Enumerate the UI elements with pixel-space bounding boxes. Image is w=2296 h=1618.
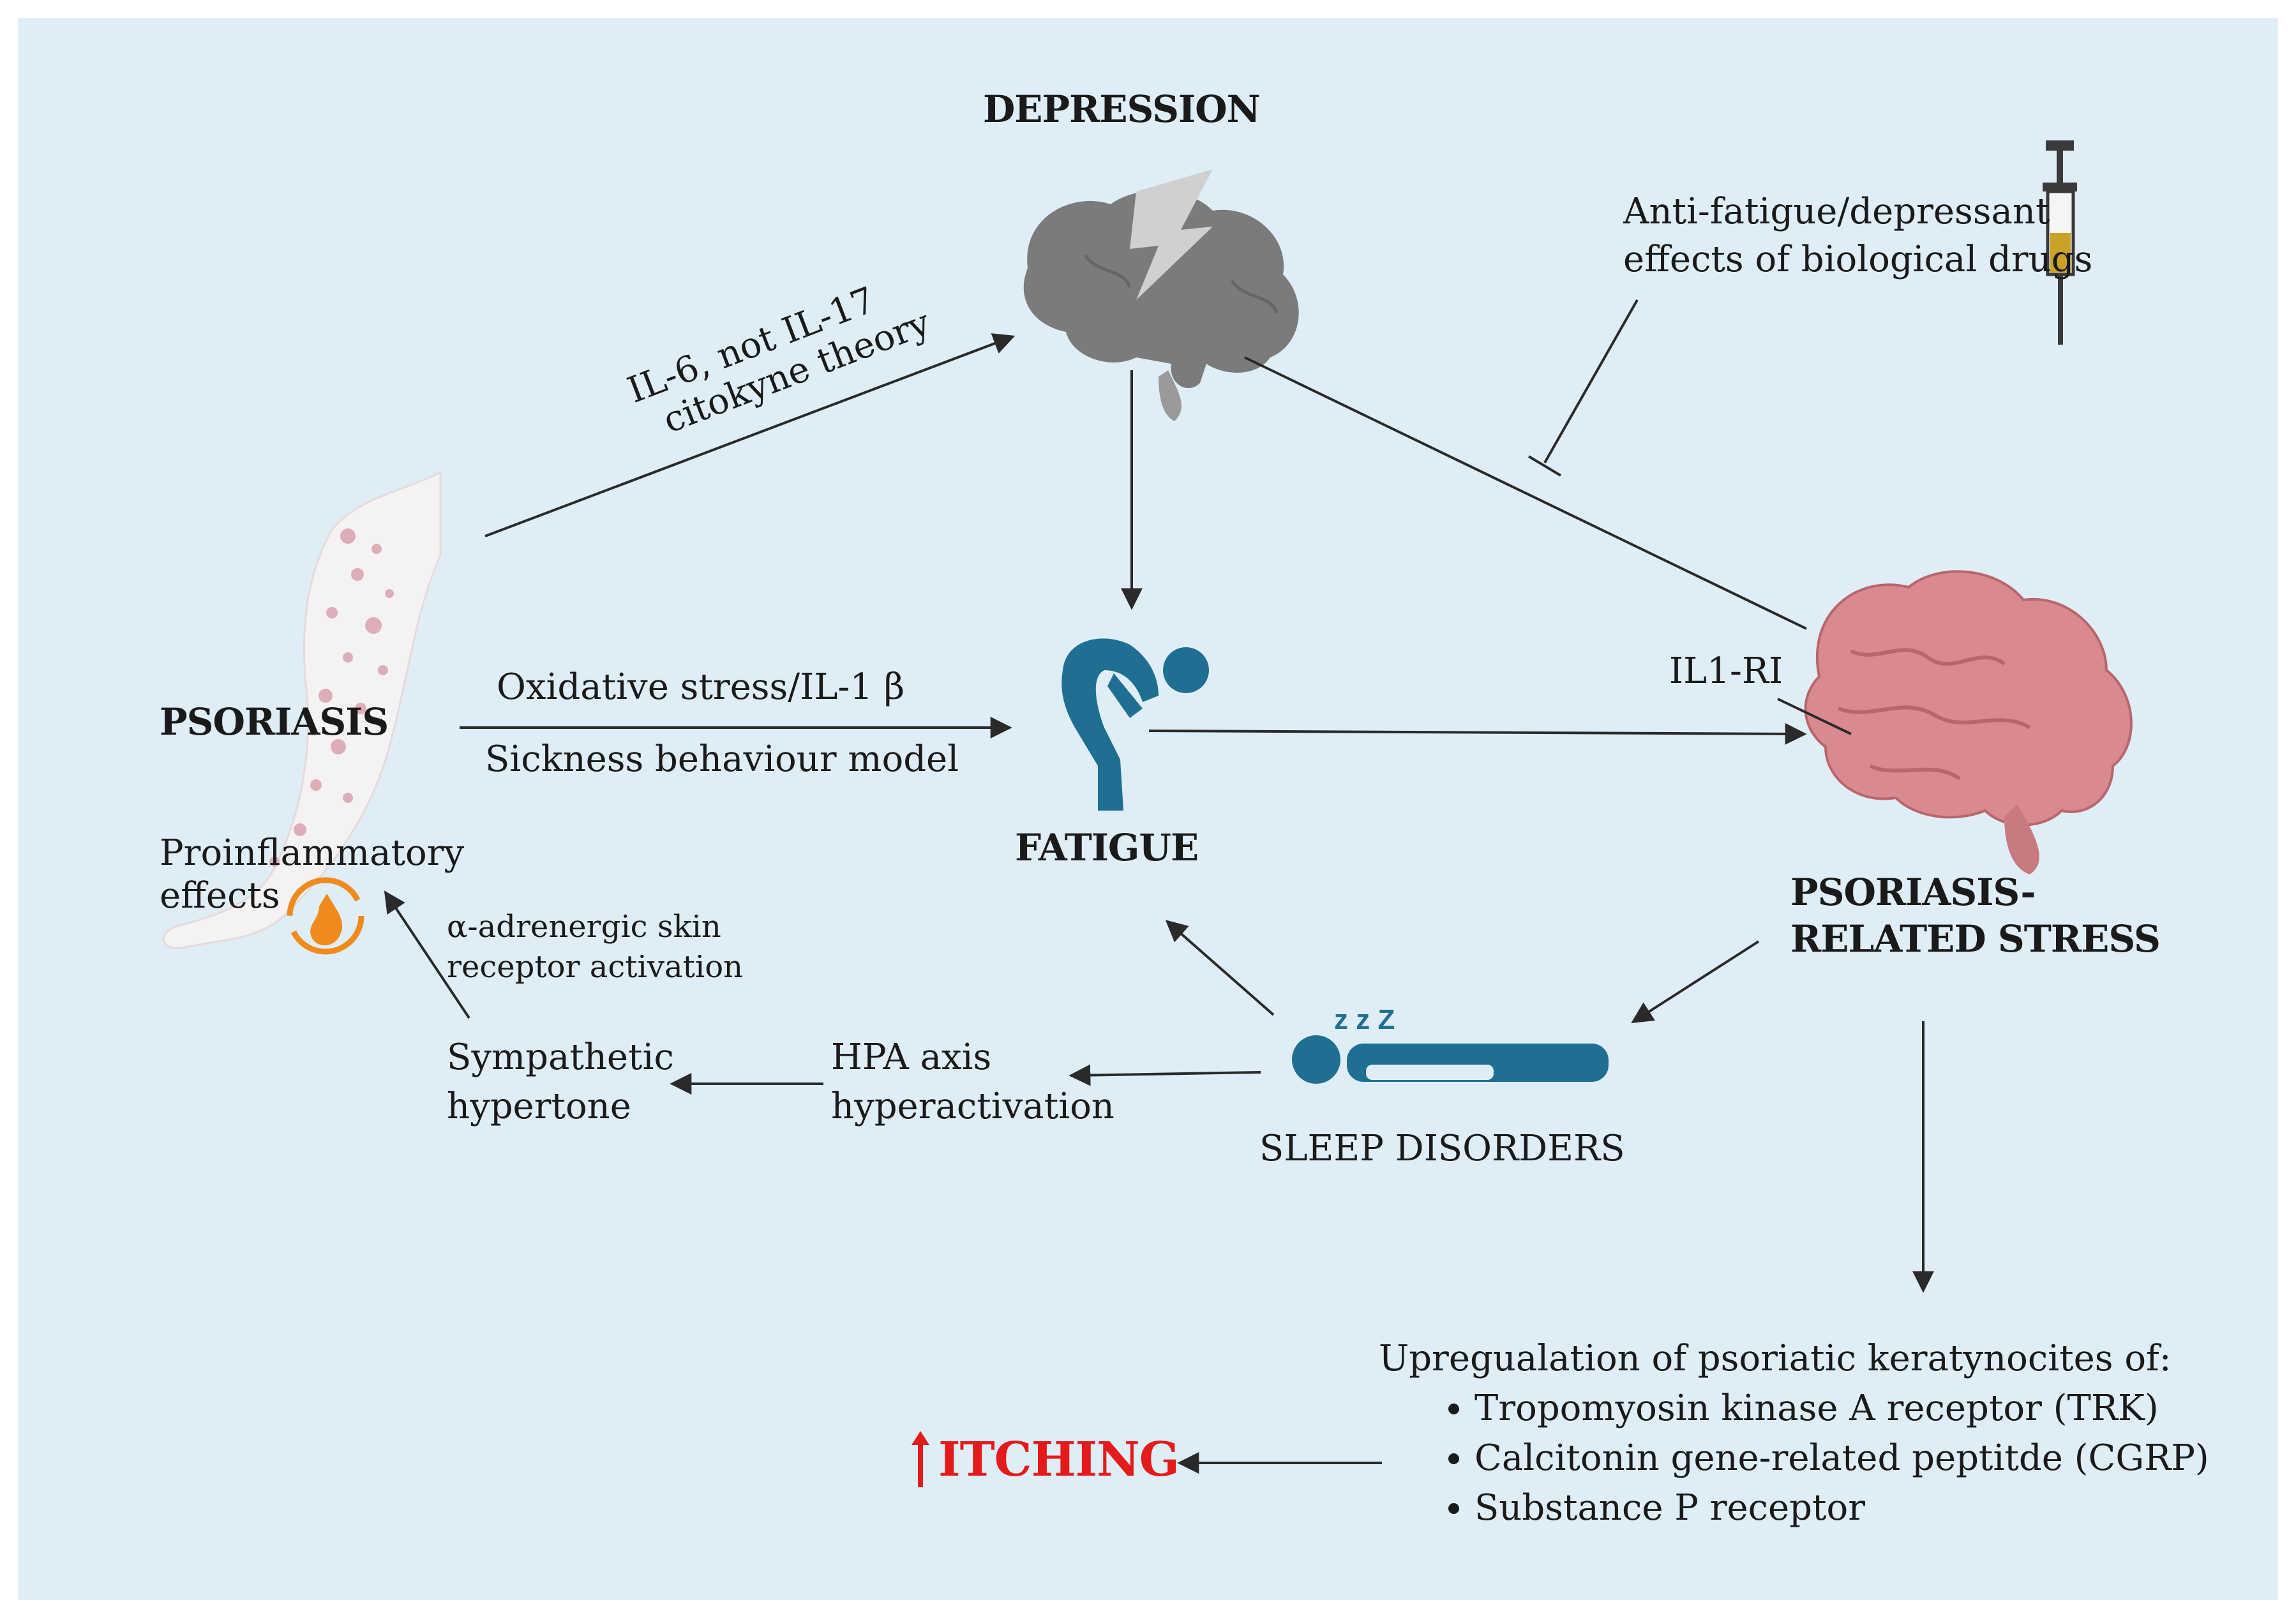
flame-icon bbox=[287, 877, 364, 955]
label-drugs-line2: effects of biological drugs bbox=[1623, 239, 2093, 280]
arrow-psoriasis-to-depression bbox=[484, 333, 1016, 537]
syringe-icon bbox=[2043, 140, 2077, 345]
arrow-sleep-to-fatigue bbox=[1165, 920, 1275, 1016]
label-alpha-line2: receptor activation bbox=[447, 949, 744, 985]
upregulation-list: Tropomyosin kinase A receptor (TRK) Calc… bbox=[1379, 1384, 2209, 1533]
upregulation-block: Upregualation of psoriatic keratynocites… bbox=[1379, 1334, 2209, 1533]
arm-icon bbox=[162, 470, 442, 950]
node-fatigue: FATIGUE bbox=[1015, 826, 1199, 869]
line-depression-to-stress bbox=[1244, 356, 1807, 630]
label-oxidative: Oxidative stress/IL-1 β bbox=[497, 666, 905, 708]
label-hpa-line1: HPA axis bbox=[831, 1037, 992, 1078]
label-proinflam-line2: effects bbox=[160, 875, 280, 917]
lightning-brain-icon bbox=[1023, 169, 1299, 421]
label-sympathetic-line1: Sympathetic bbox=[447, 1037, 674, 1078]
label-proinflam-line1: Proinflammatory bbox=[160, 832, 465, 874]
arrow-sympathetic-to-psoriasis bbox=[384, 890, 470, 1019]
label-il1ri: IL1-RI bbox=[1669, 650, 1783, 692]
node-sleep-disorders: SLEEP DISORDERS bbox=[1259, 1128, 1625, 1169]
upregulation-heading: Upregualation of psoriatic keratynocites… bbox=[1379, 1338, 2172, 1379]
node-depression: DEPRESSION bbox=[983, 87, 1261, 131]
arrow-sleep-to-hpa bbox=[1069, 1064, 1261, 1086]
svg-text:z z Z: z z Z bbox=[1334, 1004, 1395, 1035]
node-itching: ITCHING bbox=[938, 1432, 1180, 1487]
inhibition-drugs bbox=[1543, 299, 1639, 463]
label-drugs-line1: Anti-fatigue/depressant bbox=[1623, 191, 2050, 232]
label-sickness: Sickness behaviour model bbox=[485, 738, 959, 780]
label-alpha-line1: α-adrenergic skin bbox=[447, 909, 721, 945]
inhibition-bar bbox=[1527, 455, 1562, 477]
up-arrow-icon bbox=[912, 1431, 929, 1487]
il1ri-pointer bbox=[1777, 698, 1852, 735]
arrow-stress-to-sleep bbox=[1631, 940, 1760, 1024]
upregulation-item-substance-p: Substance P receptor bbox=[1474, 1483, 2209, 1533]
node-psoriasis: PSORIASIS bbox=[160, 700, 389, 744]
node-stress-line2: RELATED STRESS bbox=[1790, 917, 2161, 961]
tired-person-icon bbox=[1062, 638, 1209, 811]
sleeping-person-icon: z z Z bbox=[1292, 1004, 1609, 1084]
label-sympathetic-line2: hypertone bbox=[447, 1086, 631, 1127]
label-hpa-line2: hyperactivation bbox=[831, 1086, 1114, 1127]
arrow-fatigue-to-stress bbox=[1148, 723, 1807, 745]
node-stress-line1: PSORIASIS- bbox=[1790, 871, 2036, 914]
upregulation-item-trk: Tropomyosin kinase A receptor (TRK) bbox=[1474, 1384, 2209, 1434]
pink-brain-icon bbox=[1804, 570, 2133, 874]
upregulation-item-cgrp: Calcitonin gene-related peptitde (CGRP) bbox=[1474, 1434, 2209, 1483]
connectors bbox=[384, 299, 1934, 1474]
